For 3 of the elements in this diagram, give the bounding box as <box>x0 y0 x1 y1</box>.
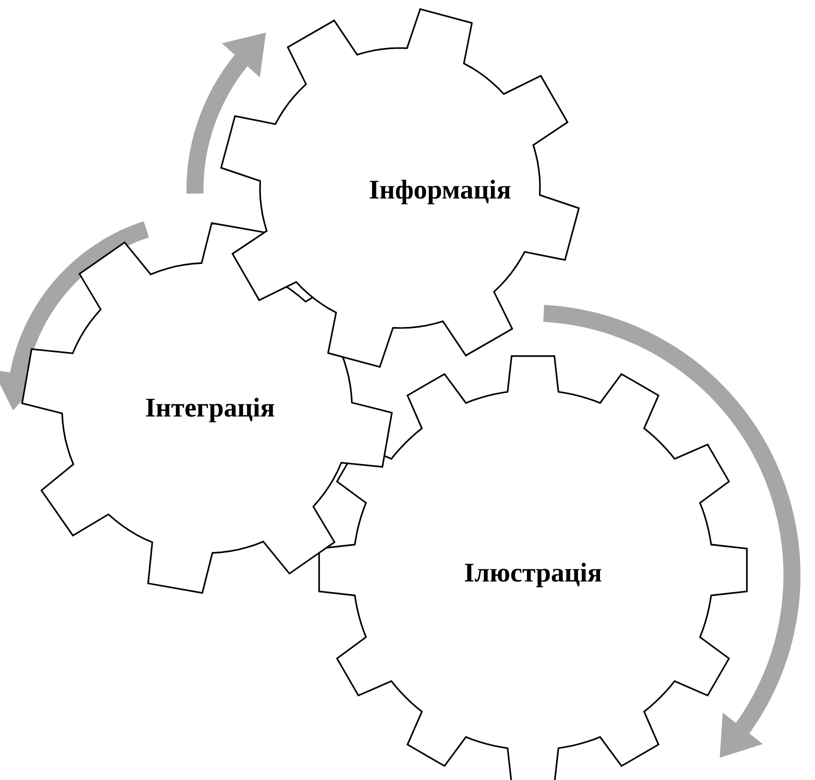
gear-label: Інтеграція <box>145 392 275 424</box>
gear-label: Ілюстрація <box>464 558 602 588</box>
gear-label: Інформація <box>368 174 512 206</box>
